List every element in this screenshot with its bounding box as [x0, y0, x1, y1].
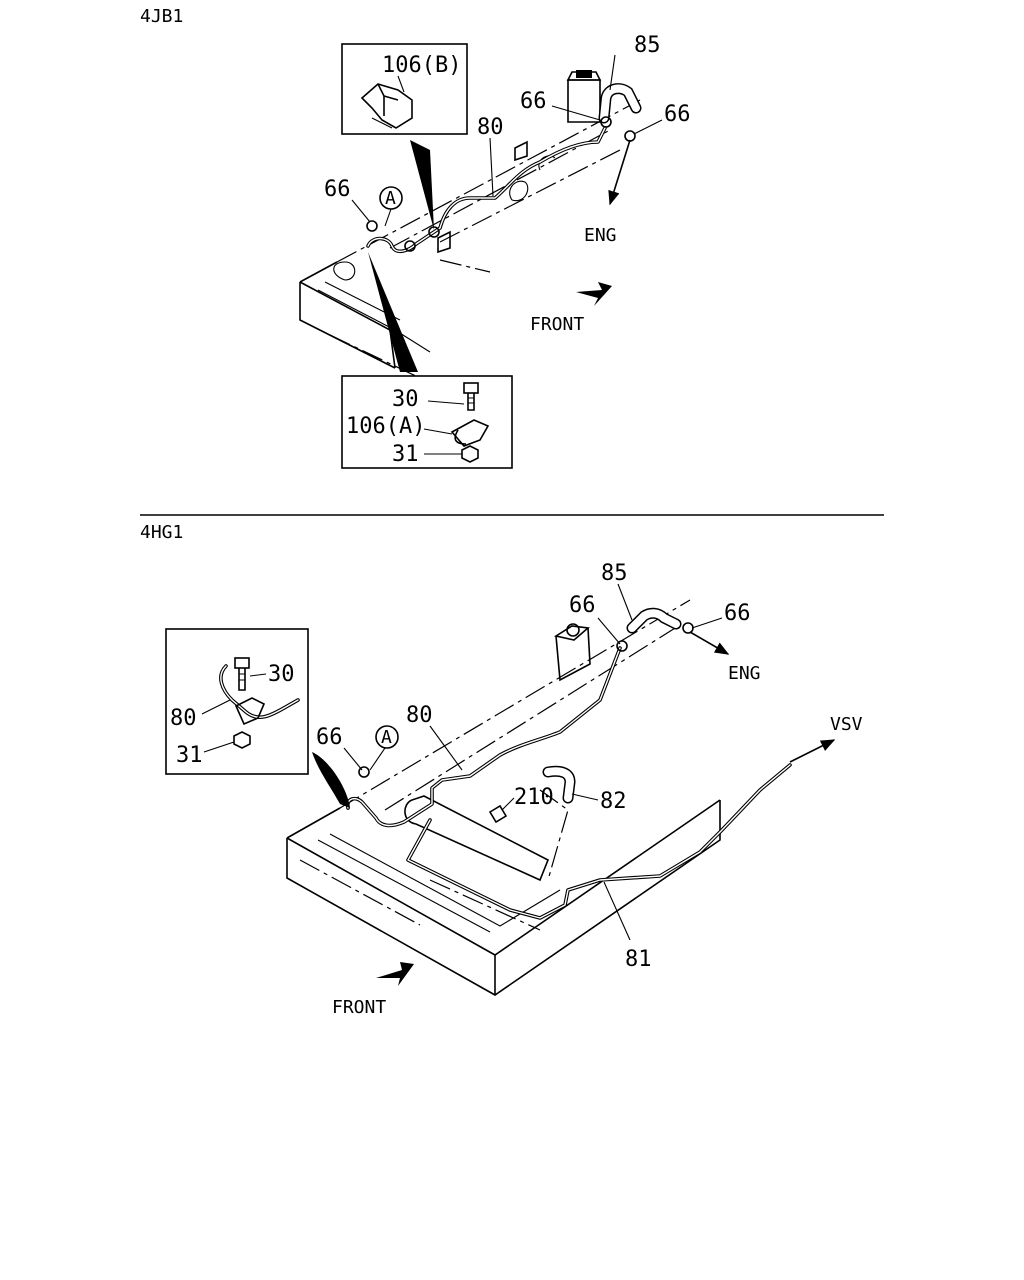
hose-85-4jb1 [598, 83, 642, 124]
label-31-4jb1: 31 [392, 442, 419, 467]
label-30-4jb1: 30 [392, 387, 419, 412]
engine-code-4jb1: 4JB1 [140, 6, 183, 27]
label-106b: 106(B) [382, 53, 461, 78]
label-66-top-4jb1: 66 [520, 89, 547, 114]
eng-label-4jb1: ENG [584, 225, 617, 246]
pipe-80-4jb1 [366, 126, 607, 254]
callout-wedge-106a [368, 252, 418, 372]
vsv-label-4hg1: VSV [830, 714, 863, 735]
section-4hg1: 4HG1 [140, 522, 863, 1018]
label-66-left-4jb1: 66 [324, 177, 351, 202]
pipe-80-4hg1 [345, 646, 622, 828]
callout-wedge-106b [410, 140, 434, 230]
label-80-4jb1: 80 [477, 115, 504, 140]
clip-66-top-4hg1 [616, 640, 628, 652]
label-66-right-4hg1: 66 [724, 601, 751, 626]
callout-wedge-4hg1 [312, 752, 350, 808]
label-106a: 106(A) [346, 414, 425, 439]
label-85-4jb1: 85 [634, 33, 661, 58]
front-arrow-4jb1 [576, 282, 612, 306]
section-4jb1: 4JB1 [140, 6, 691, 469]
bolt-210-4hg1 [488, 804, 508, 824]
label-80-4hg1: 80 [406, 703, 433, 728]
view-mark-4jb1: A [385, 188, 396, 209]
front-label-4hg1: FRONT [332, 997, 386, 1018]
clip-66-right-4hg1 [682, 622, 694, 634]
label-66-left-4hg1: 66 [316, 725, 343, 750]
eng-arrow-4jb1 [608, 139, 631, 206]
eng-label-4hg1: ENG [728, 663, 761, 684]
clip-66-top-4jb1 [600, 116, 612, 128]
label-81-4hg1: 81 [625, 947, 652, 972]
clip-66-left-4hg1 [358, 766, 370, 778]
label-210-4hg1: 210 [514, 785, 554, 810]
clip-66-left-4jb1 [366, 220, 378, 232]
front-arrow-4hg1 [376, 962, 414, 986]
label-66-right-4jb1: 66 [664, 102, 691, 127]
detail-box-106b: 106(B) [341, 43, 468, 135]
pipe-81-4hg1 [406, 763, 792, 920]
label-66-top-4hg1: 66 [569, 593, 596, 618]
label-85-4hg1: 85 [601, 561, 628, 586]
clip-66-right-4jb1 [624, 130, 636, 142]
clip-106b-4jb1 [404, 240, 416, 252]
label-80-detail-4hg1: 80 [170, 706, 197, 731]
engine-code-4hg1: 4HG1 [140, 522, 183, 543]
eng-arrow-4hg1 [689, 631, 730, 655]
front-label-4jb1: FRONT [530, 314, 584, 335]
view-mark-4hg1: A [381, 727, 392, 748]
detail-box-4hg1: 30 80 31 [165, 628, 309, 775]
view-mark-circle-4hg1 [375, 725, 399, 749]
label-31-4hg1: 31 [176, 743, 203, 768]
vsv-arrow-4hg1 [789, 739, 836, 763]
hose-82-4hg1 [542, 765, 576, 804]
label-30-4hg1: 30 [268, 662, 295, 687]
label-82-4hg1: 82 [600, 789, 627, 814]
clip-106a-4jb1 [428, 226, 440, 238]
detail-box-106a: 30 106(A) 31 [341, 375, 513, 469]
hose-85-4hg1 [626, 607, 682, 634]
